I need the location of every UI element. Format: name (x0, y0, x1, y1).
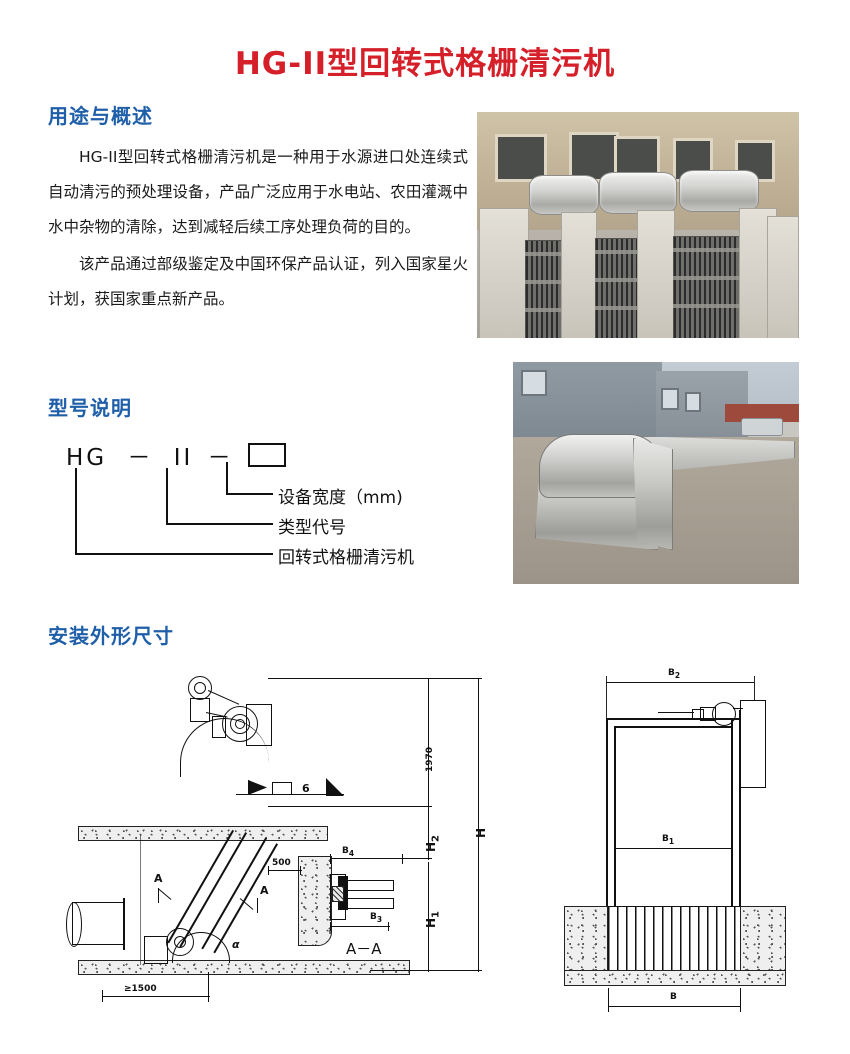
dim-b: B (670, 992, 677, 1002)
ground-slab (78, 960, 410, 975)
leader-line-type-vertical (166, 468, 168, 524)
bar-rack (608, 906, 740, 972)
dim-1970: 1970 (425, 746, 435, 772)
dim-b2-sub: 2 (674, 670, 681, 680)
intro-text-column: HG-II型回转式格栅清污机是一种用于水源进口处连续式自动清污的预处理设备，产品… (48, 140, 468, 319)
intro-paragraph-2: 该产品通过部级鉴定及中国环保产品认证，列入国家星火计划，获国家重点新产品。 (48, 255, 468, 308)
model-code-type: II (173, 445, 194, 471)
model-code-dash-2: － (207, 445, 234, 471)
dim-1500: ≥1500 (124, 984, 157, 994)
model-code-width-box (247, 443, 286, 467)
dim-weld-6: 6 (302, 782, 310, 795)
leader-line-width-horizontal (226, 493, 273, 495)
label-equipment-width: 设备宽度（mm) (278, 488, 403, 508)
dim-h1-sub: 1 (430, 910, 442, 918)
leader-line-type-horizontal (166, 523, 273, 525)
photo-installed-units (477, 112, 799, 338)
dim-500: 500 (272, 858, 291, 868)
intro-paragraph-1: HG-II型回转式格栅清污机是一种用于水源进口处连续式自动清污的预处理设备，产品… (48, 148, 468, 236)
aa-concrete-pier (298, 856, 332, 946)
front-view: B2 B1 (550, 660, 810, 1020)
section-heading-model: 型号说明 (48, 396, 132, 420)
front-drive-housing (740, 700, 766, 788)
section-heading-dimensions: 安装外形尺寸 (48, 624, 174, 648)
dim-h2: H (424, 841, 438, 852)
dim-b4-sub: 4 (348, 848, 355, 858)
leader-line-hg-horizontal (75, 553, 273, 555)
label-type-code: 类型代号 (278, 518, 346, 538)
dim-h1: H (424, 917, 438, 928)
drive-sprocket-upper (188, 676, 212, 700)
page-title: HG-II型回转式格栅清污机 (234, 46, 616, 82)
dim-h2-sub: 2 (430, 834, 442, 842)
section-heading-intro: 用途与概述 (48, 104, 153, 128)
dim-h: H (474, 827, 488, 838)
label-machine-name: 回转式格栅清污机 (278, 548, 414, 568)
side-view: α A A 6 B4 (40, 660, 500, 1020)
dim-b3-sub: 3 (376, 914, 383, 924)
channel-floor (564, 970, 786, 986)
model-code-text: HG － II － (66, 438, 286, 472)
dim-b4: B (342, 846, 349, 856)
dim-alpha: α (232, 938, 240, 951)
leader-line-width-vertical (226, 462, 228, 494)
installation-drawing: α A A 6 B4 (40, 660, 810, 1030)
dim-b2: B (668, 668, 675, 678)
leader-line-hg-vertical (75, 468, 77, 554)
model-code-dash-1: － (127, 445, 154, 471)
model-code-diagram: HG － II － 设备宽度（mm) 类型代号 回转式格栅清污机 (48, 432, 478, 572)
section-title-aa: A－A (346, 940, 382, 958)
section-mark-a-left: A (154, 872, 163, 885)
model-code-hg: HG (66, 445, 108, 471)
channel-wall-left (78, 826, 328, 841)
dim-b3: B (370, 912, 377, 922)
photo-single-unit (513, 362, 799, 584)
dim-b1: B (662, 834, 669, 844)
section-mark-a-right: A (260, 884, 269, 897)
dim-b1-sub: 1 (668, 836, 675, 846)
